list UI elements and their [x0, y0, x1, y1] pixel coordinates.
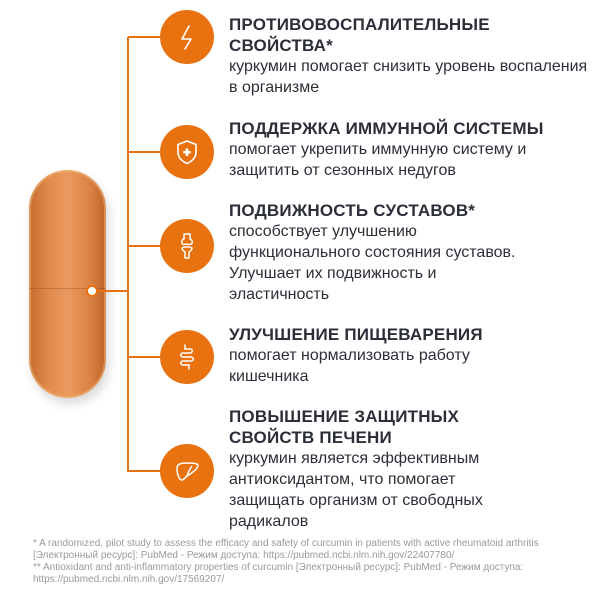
branch-line [128, 151, 162, 153]
intestine-icon [160, 330, 214, 384]
branch-line [128, 356, 162, 358]
benefit-text: помогает нормализовать работу кишечника [229, 347, 470, 385]
timeline-line [127, 37, 129, 472]
benefit-text: куркумин является эффективным антиоксида… [229, 450, 483, 530]
benefit-title: ПРОТИВОВОСПАЛИТЕЛЬНЫЕ СВОЙСТВА* [229, 15, 490, 55]
connector-dot [86, 285, 98, 297]
benefit-title: УЛУЧШЕНИЕ ПИЩЕВАРЕНИЯ [229, 325, 483, 344]
branch-line [128, 245, 162, 247]
benefit-title: ПОДДЕРЖКА ИММУННОЙ СИСТЕМЫ [229, 119, 544, 138]
liver-icon [160, 444, 214, 498]
branch-line [128, 470, 162, 472]
footnote: ** Antioxidant and anti-inflammatory pro… [33, 562, 524, 585]
footnote: * A randomized, pilot study to assess th… [33, 538, 539, 561]
benefit-anti-inflammatory: ПРОТИВОВОСПАЛИТЕЛЬНЫЕ СВОЙСТВА* куркумин… [229, 14, 589, 98]
shield-plus-icon [160, 125, 214, 179]
branch-line [128, 36, 162, 38]
benefit-title: ПОВЫШЕНИЕ ЗАЩИТНЫХ СВОЙСТВ ПЕЧЕНИ [229, 407, 460, 447]
capsule-seam [29, 288, 106, 289]
benefit-title: ПОДВИЖНОСТЬ СУСТАВОВ* [229, 201, 476, 220]
benefit-digestion: УЛУЧШЕНИЕ ПИЩЕВАРЕНИЯ помогает нормализо… [229, 324, 589, 387]
footnotes: * A randomized, pilot study to assess th… [33, 538, 593, 586]
benefit-liver: ПОВЫШЕНИЕ ЗАЩИТНЫХ СВОЙСТВ ПЕЧЕНИ куркум… [229, 406, 589, 532]
connector-line [94, 290, 128, 292]
capsule-image [29, 170, 106, 398]
benefit-immune: ПОДДЕРЖКА ИММУННОЙ СИСТЕМЫ помогает укре… [229, 118, 589, 181]
benefit-text: помогает укрепить иммунную систему и защ… [229, 141, 527, 179]
benefit-text: куркумин помогает снизить уровень воспал… [229, 58, 588, 96]
joint-icon [160, 219, 214, 273]
benefit-text: способствует улучшению функционального с… [229, 223, 516, 303]
benefit-joints: ПОДВИЖНОСТЬ СУСТАВОВ* способствует улучш… [229, 200, 589, 305]
lightning-icon [160, 10, 214, 64]
